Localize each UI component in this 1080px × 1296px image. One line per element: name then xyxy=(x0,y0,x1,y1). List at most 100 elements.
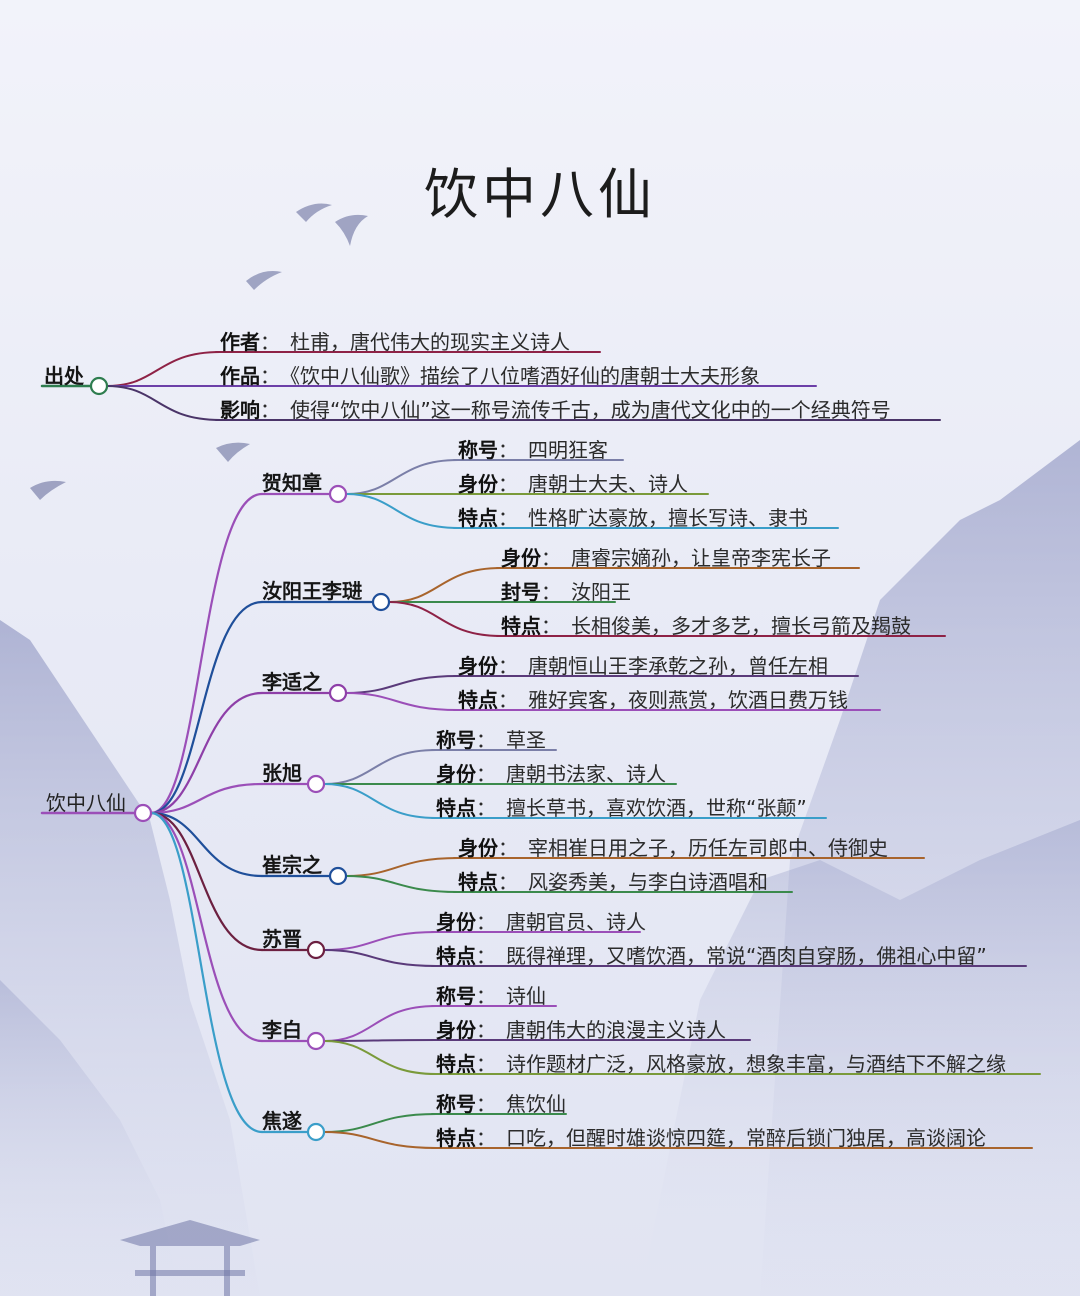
leaf-key: 身份 xyxy=(436,1018,476,1042)
leaf-value: 长相俊美，多才多艺，擅长弓箭及羯鼓 xyxy=(571,614,911,638)
person-item-link xyxy=(388,567,502,603)
person-knob xyxy=(306,1031,326,1051)
person-knob xyxy=(306,1122,326,1142)
person-item-link xyxy=(323,1039,437,1042)
leaf-key: 特点 xyxy=(436,944,476,968)
leaf-key: 影响 xyxy=(220,398,260,422)
leaf-value: 宰相崔日用之子，历任左司郎中、侍御史 xyxy=(528,836,888,860)
person-item: 身份： 唐朝官员、诗人 xyxy=(436,906,646,935)
leaf-key: 身份 xyxy=(458,654,498,678)
leaf-separator: ： xyxy=(476,910,496,934)
leaf-value: 四明狂客 xyxy=(528,438,608,462)
leaf-separator: ： xyxy=(498,654,518,678)
person-item-link xyxy=(323,949,437,967)
person-item-link xyxy=(345,875,459,893)
person-knob xyxy=(371,592,391,612)
leaf-value: 使得“饮中八仙”这一称号流传千古，成为唐代文化中的一个经典符号 xyxy=(290,398,891,422)
leaf-separator: ： xyxy=(260,398,280,422)
leaf-separator: ： xyxy=(476,728,496,752)
leaf-value: 唐朝官员、诗人 xyxy=(506,910,646,934)
leaf-value: 性格旷达豪放，擅长写诗、隶书 xyxy=(528,506,808,530)
person-item: 身份： 唐朝书法家、诗人 xyxy=(436,758,666,787)
person-name: 张旭 xyxy=(262,761,302,785)
person-item: 称号： 草圣 xyxy=(436,724,546,753)
leaf-key: 封号 xyxy=(501,580,541,604)
person-item-link xyxy=(345,675,459,694)
leaf-separator: ： xyxy=(498,438,518,462)
leaf-separator: ： xyxy=(476,796,496,820)
leaf-key: 称号 xyxy=(436,728,476,752)
person-branch xyxy=(149,600,264,815)
person-name: 李适之 xyxy=(262,670,322,694)
leaf-separator: ： xyxy=(541,614,561,638)
leaf-value: 雅好宾客，夜则燕赏，饮酒日费万钱 xyxy=(528,688,848,712)
leaf-separator: ： xyxy=(498,688,518,712)
leaf-separator: ： xyxy=(476,944,496,968)
leaf-key: 身份 xyxy=(436,762,476,786)
leaf-key: 特点 xyxy=(458,506,498,530)
person-item: 特点： 既得禅理，又嗜饮酒，常说“酒肉自穿肠，佛祖心中留” xyxy=(436,940,987,969)
person-branch xyxy=(149,691,264,815)
root-knob xyxy=(133,803,153,823)
source-link xyxy=(106,385,221,421)
person-item-link xyxy=(323,931,437,951)
leaf-value: 诗仙 xyxy=(506,984,546,1008)
person-item-link xyxy=(345,459,459,495)
mountain-left-far xyxy=(0,980,180,1296)
leaf-value: 汝阳王 xyxy=(571,580,631,604)
person-item: 特点： 雅好宾客，夜则燕赏，饮酒日费万钱 xyxy=(458,684,848,713)
leaf-value: 唐睿宗嫡孙，让皇帝李宪长子 xyxy=(571,546,831,570)
leaf-separator: ： xyxy=(498,472,518,496)
person-branch xyxy=(149,492,264,815)
leaf-key: 特点 xyxy=(436,1126,476,1150)
person-branch xyxy=(149,811,264,952)
person-item: 称号：四明狂客 xyxy=(458,434,608,463)
leaf-value: 焦饮仙 xyxy=(506,1092,566,1116)
leaf-value: 唐朝士大夫、诗人 xyxy=(528,472,688,496)
leaf-separator: ： xyxy=(476,1052,496,1076)
leaf-value: 既得禅理，又嗜饮酒，常说“酒肉自穿肠，佛祖心中留” xyxy=(506,944,987,968)
leaf-separator: ： xyxy=(260,364,280,388)
leaf-separator: ： xyxy=(541,546,561,570)
leaf-key: 特点 xyxy=(436,1052,476,1076)
person-item: 特点： 口吃，但醒时雄谈惊四筵，常醉后锁门独居，高谈阔论 xyxy=(436,1122,986,1151)
leaf-value: 《饮中八仙歌》描绘了八位嗜酒好仙的唐朝士大夫形象 xyxy=(290,364,760,388)
leaf-value: 口吃，但醒时雄谈惊四筵，常醉后锁门独居，高谈阔论 xyxy=(506,1126,986,1150)
leaf-separator: ： xyxy=(498,506,518,530)
leaf-key: 身份 xyxy=(501,546,541,570)
person-item-link xyxy=(323,1005,437,1042)
leaf-separator: ： xyxy=(260,330,280,354)
source-knob xyxy=(89,376,109,396)
bird-flock-icon xyxy=(30,203,368,500)
leaf-separator: ： xyxy=(476,762,496,786)
leaf-separator: ： xyxy=(476,1126,496,1150)
leaf-value: 草圣 xyxy=(506,728,546,752)
leaf-key: 特点 xyxy=(458,688,498,712)
leaf-value: 杜甫，唐代伟大的现实主义诗人 xyxy=(290,330,570,354)
person-item-link xyxy=(323,749,437,785)
leaf-key: 特点 xyxy=(501,614,541,638)
leaf-value: 唐朝书法家、诗人 xyxy=(506,762,666,786)
person-item-link xyxy=(345,493,459,529)
leaf-key: 作品 xyxy=(220,364,260,388)
person-item-link xyxy=(345,857,459,877)
person-item-link xyxy=(323,1131,437,1149)
pavilion-icon xyxy=(120,1220,260,1296)
person-item: 身份：宰相崔日用之子，历任左司郎中、侍御史 xyxy=(458,832,888,861)
person-item: 特点：擅长草书，喜欢饮酒，世称“张颠” xyxy=(436,792,807,821)
person-knob xyxy=(306,940,326,960)
person-item: 身份：唐朝恒山王李承乾之孙，曾任左相 xyxy=(458,650,828,679)
leaf-key: 身份 xyxy=(436,910,476,934)
source-item: 作者：杜甫，唐代伟大的现实主义诗人 xyxy=(220,326,570,355)
person-item-link xyxy=(323,783,437,819)
person-item-link xyxy=(323,1040,437,1075)
person-item: 特点：风姿秀美，与李白诗酒唱和 xyxy=(458,866,768,895)
person-knob xyxy=(328,866,348,886)
person-knob xyxy=(306,774,326,794)
leaf-key: 特点 xyxy=(458,870,498,894)
leaf-key: 身份 xyxy=(458,472,498,496)
source-item: 作品： 《饮中八仙歌》描绘了八位嗜酒好仙的唐朝士大夫形象 xyxy=(220,360,760,389)
person-name: 李白 xyxy=(262,1018,302,1042)
person-name: 贺知章 xyxy=(262,471,322,495)
